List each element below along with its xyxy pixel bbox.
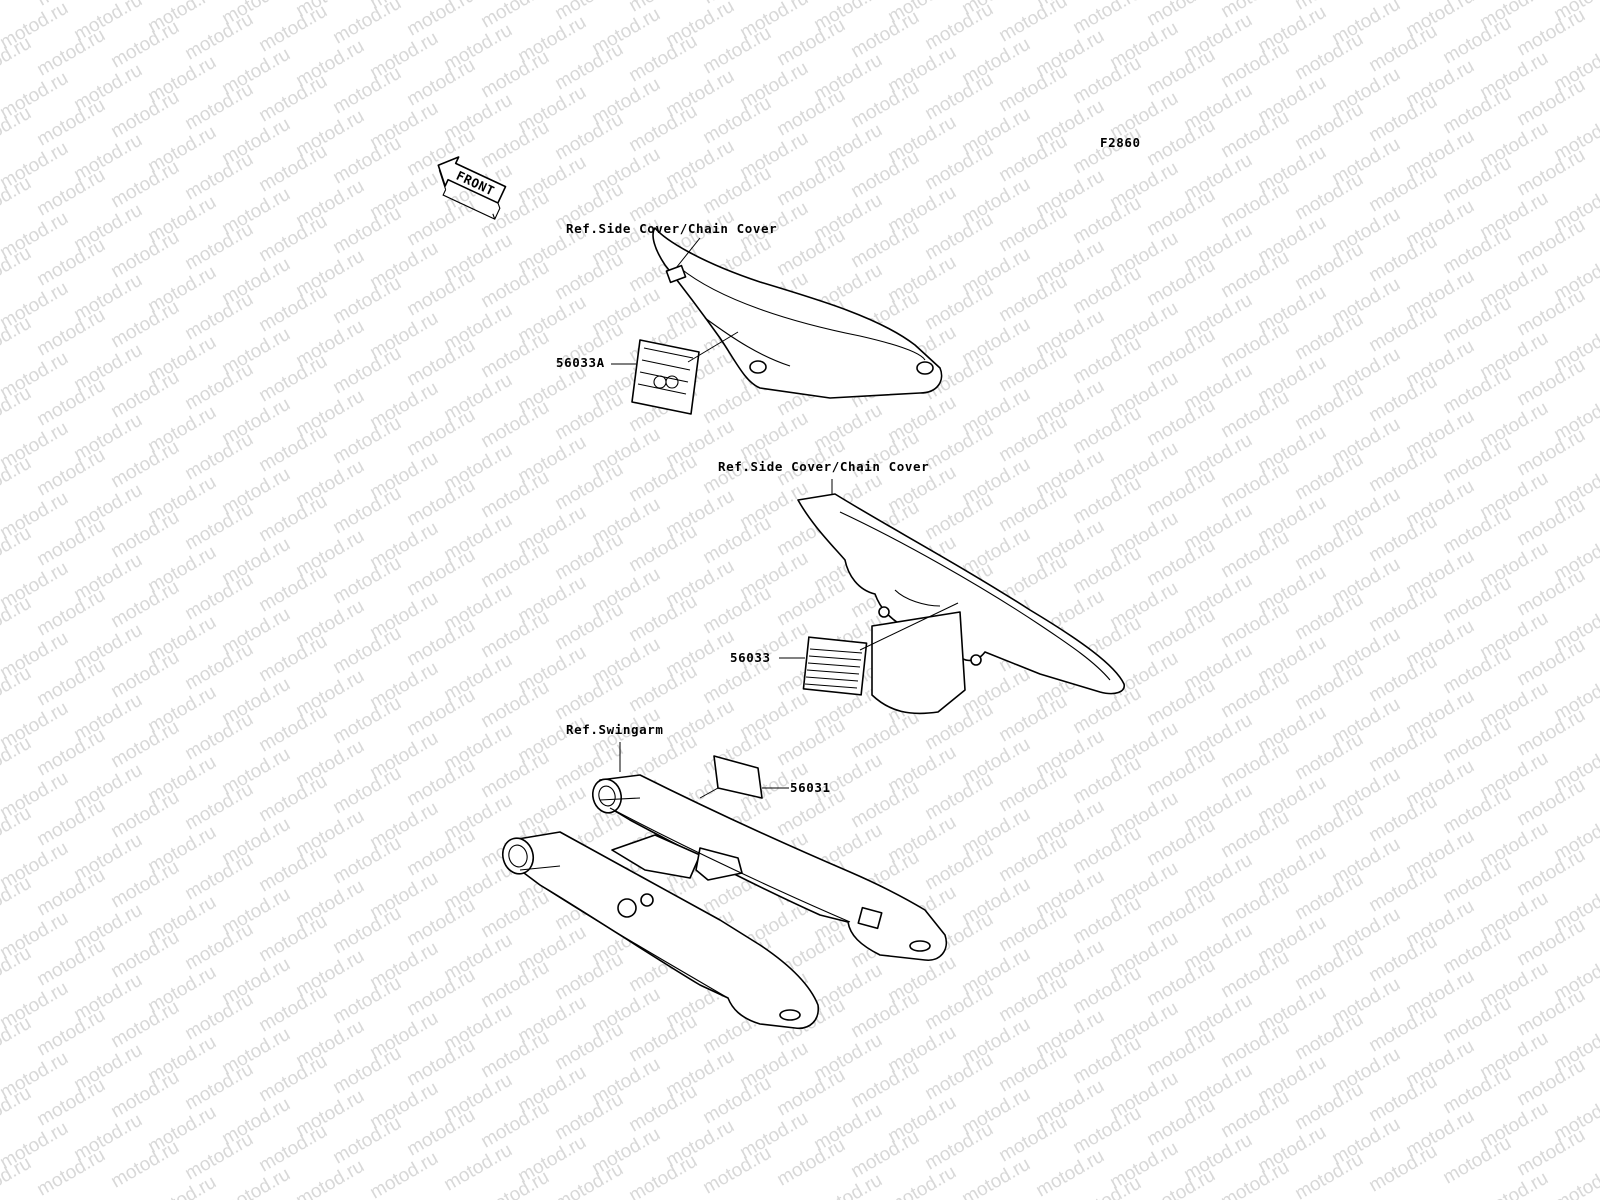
part-number-56031: 56031 [790, 780, 831, 795]
ref-chain-cover-label: Ref.Side Cover/Chain Cover [718, 459, 929, 474]
ref-swingarm-label: Ref.Swingarm [566, 722, 664, 737]
swingarm-drawing [501, 774, 947, 1030]
front-direction-arrow-icon: FRONT [437, 156, 507, 220]
label-56031-sticker [713, 755, 763, 799]
part-number-56033: 56033 [730, 650, 771, 665]
ref-upper-cover-label: Ref.Side Cover/Chain Cover [566, 221, 777, 236]
label-56033A-sticker [631, 339, 700, 415]
chain-cover-drawing [797, 493, 1125, 695]
figure-code: F2860 [1100, 135, 1141, 150]
part-number-56033A: 56033A [556, 355, 605, 370]
side-cover-drawing [652, 227, 943, 399]
label-56033-sticker [802, 611, 966, 715]
